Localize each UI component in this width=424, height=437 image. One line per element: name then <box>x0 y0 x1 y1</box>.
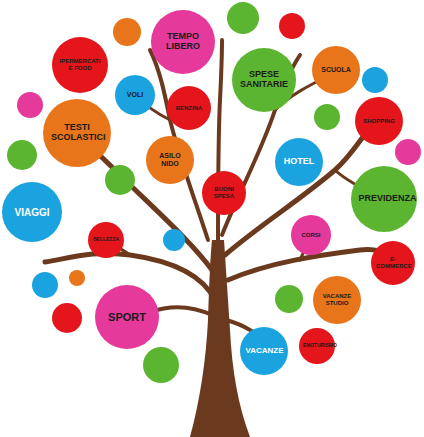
bubble-label: SPESE SANITARIE <box>240 70 289 90</box>
bubble-label: VIAGGI <box>14 207 49 218</box>
category-bubble: VACANZE <box>240 327 288 375</box>
category-bubble: VIAGGI <box>2 182 62 242</box>
category-bubble: ASILO NIDO <box>146 136 194 184</box>
bubble-label: BUONI SPESA <box>207 186 241 199</box>
bubble-label: VACANZE STUDIO <box>319 293 356 306</box>
bubble-label: HOTEL <box>284 157 315 167</box>
category-bubble: VOLI <box>115 75 155 115</box>
category-bubble: BENZINA <box>167 86 211 130</box>
bubble-label: E-COMMERCE <box>376 256 410 269</box>
category-bubble: ENOTURISMO <box>299 328 335 364</box>
category-bubble: TESTI SCOLASTICI <box>43 99 111 167</box>
bubble-label: SPORT <box>108 311 146 323</box>
category-bubble: PREVIDENZA <box>351 166 417 232</box>
bubble-label: BELLEZZA <box>93 237 119 243</box>
bubble-label: ASILO NIDO <box>152 152 189 167</box>
tree-trunk <box>190 240 250 437</box>
category-bubble: BUONI SPESA <box>202 171 246 215</box>
decor-dots <box>7 2 421 383</box>
bubble-label: TESTI SCOLASTICI <box>51 123 103 143</box>
category-bubble: HOTEL <box>275 138 323 186</box>
category-bubble: IPERMERCATI E FOOD <box>52 37 108 93</box>
category-bubble: TEMPO LIBERO <box>151 10 215 74</box>
category-bubble: SPESE SANITARIE <box>232 48 296 112</box>
category-bubble: SCUOLA <box>312 46 360 94</box>
category-bubble: SPORT <box>95 285 159 349</box>
bubble-label: IPERMERCATI E FOOD <box>59 58 102 71</box>
category-bubble: BELLEZZA <box>88 222 124 258</box>
bubble-label: CORSI <box>301 232 320 239</box>
category-bubble: CORSI <box>291 215 331 255</box>
bubble-label: BENZINA <box>176 105 203 112</box>
bubble-label: VOLI <box>127 91 143 99</box>
bubble-label: VACANZE <box>246 347 283 356</box>
category-bubble: SHOPPING <box>355 97 403 145</box>
category-bubble: E-COMMERCE <box>371 241 415 285</box>
bubble-label: SHOPPING <box>363 118 395 125</box>
bubble-label: ENOTURISMO <box>303 343 331 349</box>
category-bubble: VACANZE STUDIO <box>313 276 361 324</box>
bubble-label: TEMPO LIBERO <box>159 32 208 52</box>
bubble-label: PREVIDENZA <box>359 194 410 204</box>
bubble-label: SCUOLA <box>321 66 351 74</box>
